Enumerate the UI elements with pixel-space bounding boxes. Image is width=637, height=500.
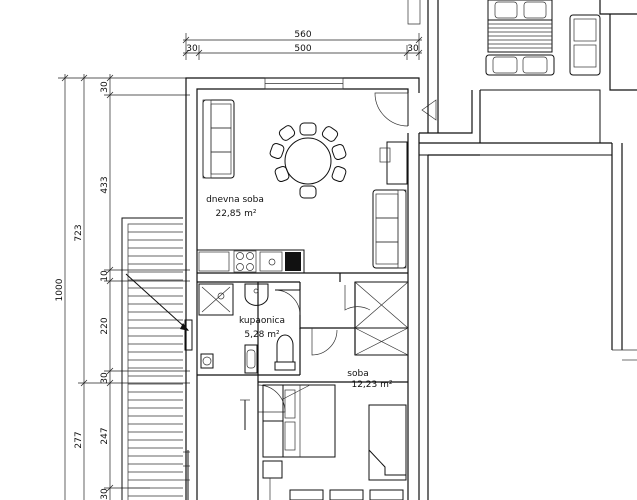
bathroom-door-swing bbox=[274, 289, 301, 316]
sofa-right bbox=[372, 189, 407, 269]
doors bbox=[257, 92, 437, 413]
kitchen-sink bbox=[259, 251, 283, 272]
toilet bbox=[276, 334, 294, 363]
fridge bbox=[285, 252, 301, 271]
room-name-dnevna-soba: dnevna soba bbox=[206, 195, 264, 205]
bedroom-furniture bbox=[262, 384, 407, 500]
kitchen bbox=[196, 249, 305, 274]
stair-direction-line bbox=[125, 273, 189, 331]
bedroom-door-swing bbox=[257, 384, 286, 413]
shower bbox=[198, 283, 234, 316]
dining-table bbox=[284, 137, 332, 185]
top-dimensions: 560 30 500 30 bbox=[182, 30, 423, 60]
dim-top-right: 30 bbox=[407, 44, 419, 54]
armchair bbox=[386, 141, 408, 185]
dim-top-total: 560 bbox=[294, 30, 311, 40]
closet-door-swing bbox=[344, 285, 371, 311]
stove bbox=[233, 250, 257, 273]
hall-door-swing bbox=[311, 328, 338, 356]
entry-arrow bbox=[421, 99, 437, 121]
wash-basin bbox=[244, 283, 269, 306]
dim-left-inner-4: 220 bbox=[100, 317, 110, 334]
dim-top-left: 30 bbox=[186, 44, 198, 54]
dining-chair bbox=[299, 122, 317, 136]
staircase bbox=[121, 217, 250, 500]
nightstand bbox=[262, 384, 284, 422]
bathroom bbox=[198, 283, 296, 374]
sofa-left bbox=[202, 99, 235, 179]
dim-left-inner-7: 30 bbox=[100, 488, 110, 500]
wardrobe bbox=[368, 404, 407, 481]
room-labels: dnevna soba 22,85 m² kupaonica 5,28 m² s… bbox=[206, 195, 393, 390]
dim-left-inner-5: 30 bbox=[100, 372, 110, 384]
left-dimensions: 1000 723 277 30 433 10 220 30 247 30 bbox=[55, 74, 190, 500]
dim-left-inner-2: 433 bbox=[100, 176, 110, 193]
room-name-kupaonica: kupaonica bbox=[239, 316, 285, 326]
dim-left-outer: 1000 bbox=[55, 278, 65, 301]
double-bed bbox=[282, 384, 336, 458]
room-area-dnevna-soba: 22,85 m² bbox=[215, 209, 256, 219]
living-room-furniture bbox=[202, 99, 408, 269]
room-area-soba: 12,23 m² bbox=[351, 380, 392, 390]
dim-left-inner-6: 247 bbox=[100, 427, 110, 444]
washing-machine bbox=[200, 353, 214, 369]
neighbour-area bbox=[407, 0, 637, 500]
bidet bbox=[244, 344, 258, 374]
dim-left-inner-3: 10 bbox=[100, 270, 110, 282]
room-area-kupaonica: 5,28 m² bbox=[244, 330, 280, 340]
entry-door-swing bbox=[374, 92, 409, 127]
dim-left-mid-lower: 277 bbox=[74, 431, 84, 448]
dim-left-inner-1: 30 bbox=[100, 81, 110, 93]
dim-left-mid: 723 bbox=[74, 224, 84, 241]
walls bbox=[185, 77, 420, 500]
dim-top-mid: 500 bbox=[294, 44, 311, 54]
room-name-soba: soba bbox=[347, 369, 368, 379]
outdoor-bench bbox=[569, 14, 601, 76]
